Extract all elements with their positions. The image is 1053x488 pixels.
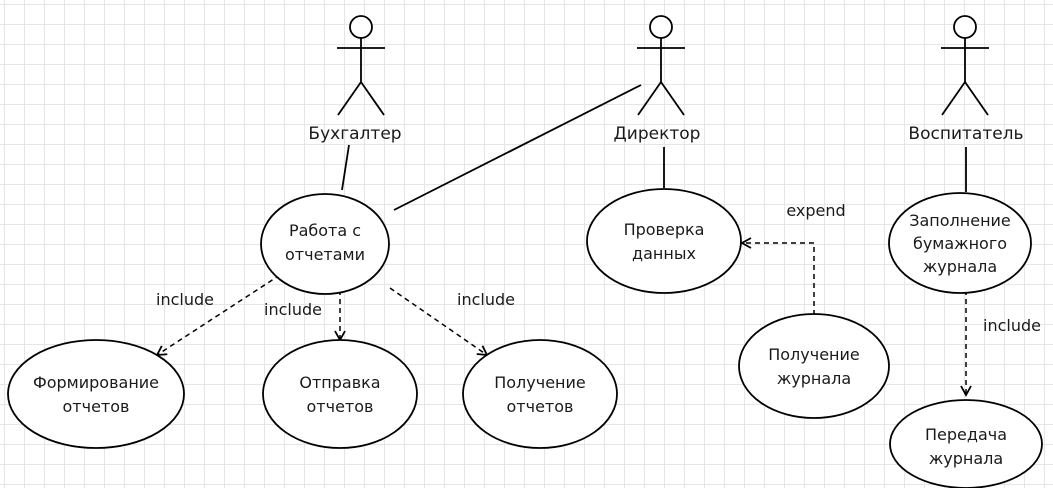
include-arrow-form	[155, 274, 281, 357]
usecase-work-reports-line1: Работа с	[289, 221, 361, 240]
usecase-send-reports-line1: Отправка	[299, 373, 380, 392]
actor-director[interactable]: Директор	[614, 15, 701, 144]
usecase-form-reports[interactable]: Формирование отчетов	[7, 339, 185, 449]
actor-accountant-figure	[337, 15, 385, 116]
usecase-receive-journal-line2: журнала	[777, 369, 851, 388]
usecase-form-reports-line2: отчетов	[63, 397, 130, 416]
usecase-form-reports-line1: Формирование	[33, 373, 159, 392]
usecase-transfer-journal-line2: журнала	[929, 449, 1003, 468]
usecase-fill-journal-line2: бумажного	[913, 234, 1007, 253]
expend-label-check: expend	[786, 201, 845, 220]
usecase-fill-journal[interactable]: Заполнение бумажного журнала	[888, 192, 1032, 294]
association-accountant-work	[341, 144, 350, 191]
usecase-fill-journal-line3: журнала	[923, 257, 997, 276]
usecase-transfer-journal-line1: Передача	[925, 425, 1007, 444]
usecase-work-reports-line2: отчетами	[285, 245, 365, 264]
usecase-check-data-line1: Проверка	[624, 220, 705, 239]
actor-accountant-label: Бухгалтер	[308, 124, 401, 144]
expend-arrow-check	[740, 237, 815, 315]
usecase-fill-journal-line1: Заполнение	[909, 211, 1011, 230]
usecase-work-reports[interactable]: Работа с отчетами	[260, 193, 390, 295]
usecase-receive-journal[interactable]: Получение журнала	[738, 313, 890, 419]
association-director-work	[393, 84, 642, 211]
include-label-send: include	[264, 300, 322, 319]
include-arrow-receive	[389, 287, 489, 357]
usecase-check-data-line2: данных	[632, 244, 696, 263]
usecase-receive-journal-line1: Получение	[768, 345, 860, 364]
actor-director-label: Директор	[614, 124, 701, 144]
actor-educator-figure	[941, 15, 989, 116]
actor-educator[interactable]: Воспитатель	[908, 15, 1024, 144]
include-label-receive: include	[457, 290, 515, 309]
actor-accountant[interactable]: Бухгалтер	[308, 15, 402, 144]
usecase-send-reports-line2: отчетов	[307, 397, 374, 416]
usecase-transfer-journal[interactable]: Передача журнала	[889, 399, 1043, 488]
usecase-check-data[interactable]: Проверка данных	[586, 188, 742, 294]
actor-director-figure	[637, 15, 685, 116]
usecase-receive-reports-line2: отчетов	[507, 397, 574, 416]
usecase-send-reports[interactable]: Отправка отчетов	[262, 339, 418, 449]
include-label-form: include	[156, 290, 214, 309]
actor-educator-label: Воспитатель	[908, 124, 1023, 144]
include-label-transfer: include	[983, 316, 1041, 335]
usecase-receive-reports-line1: Получение	[494, 373, 586, 392]
usecase-receive-reports[interactable]: Получение отчетов	[462, 339, 618, 449]
